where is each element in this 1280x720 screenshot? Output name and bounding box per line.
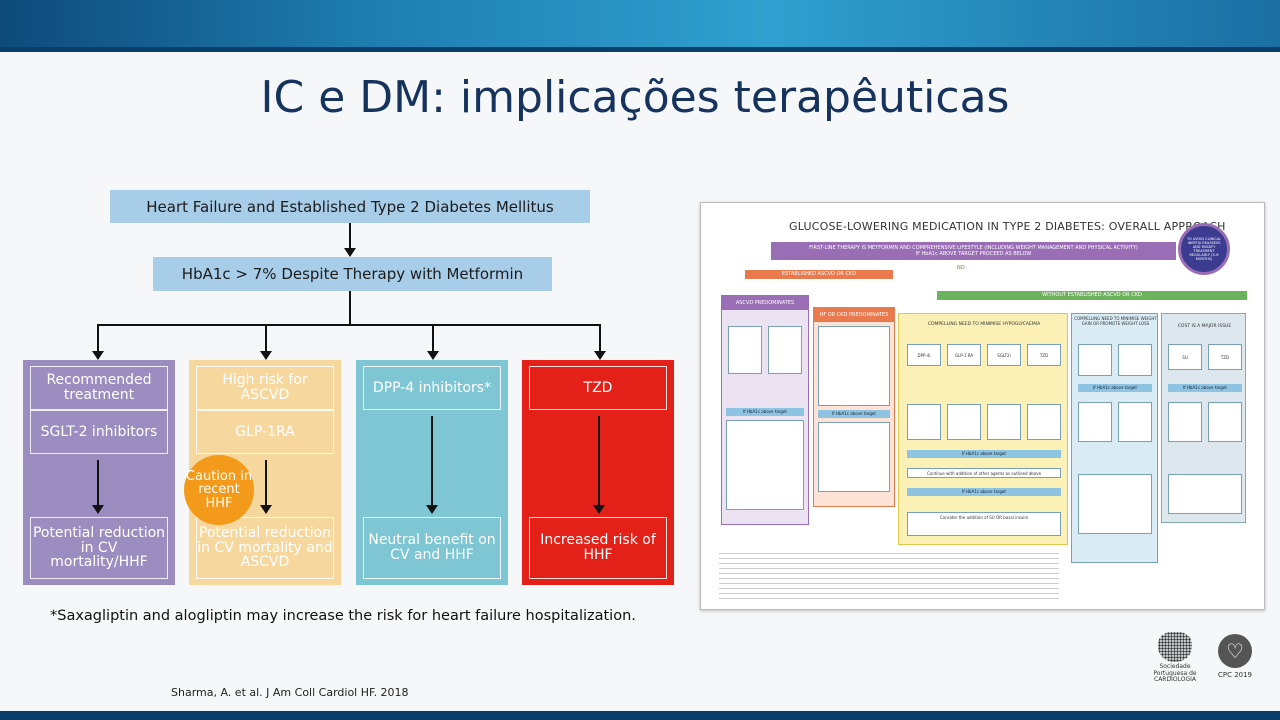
hf-text-box: [818, 422, 890, 492]
figure-title: GLUCOSE-LOWERING MEDICATION IN TYPE 2 DI…: [789, 220, 1226, 233]
first-line-text: FIRST-LINE THERAPY IS METFORMIN AND COMP…: [809, 245, 1138, 251]
hypo-above-target-2: If HbA1c above target: [907, 488, 1061, 496]
cost-box-3: [1168, 402, 1202, 442]
weight-box-3: [1078, 402, 1112, 442]
spc-logo-text: Sociedade Portuguesa de CARDIOLOGIA: [1153, 663, 1197, 684]
column-tzd: TZD Increased risk of HHF: [522, 360, 674, 585]
cpc-logo-text: CPC 2019: [1217, 671, 1253, 679]
guideline-figure: GLUCOSE-LOWERING MEDICATION IN TYPE 2 DI…: [700, 202, 1265, 610]
first-line-subtext: IF HbA1c ABOVE TARGET PROCEED AS BELOW: [915, 251, 1032, 257]
hf-ckd-panel: HF OR CKD PREDOMINATES If HbA1c above ta…: [813, 307, 895, 507]
hypo-su-basal: Consider the addition of SU OR basal ins…: [907, 512, 1061, 536]
cost-box-4: [1208, 402, 1242, 442]
hf-ckd-box: [818, 326, 890, 406]
first-line-bar: FIRST-LINE THERAPY IS METFORMIN AND COMP…: [771, 242, 1176, 260]
weight-header: COMPELLING NEED TO MINIMISE WEIGHT GAIN …: [1074, 316, 1157, 326]
cost-text-box: [1168, 474, 1242, 514]
top-banner: [0, 0, 1280, 52]
cost-panel: COST IS A MAJOR ISSUE SU TZD If HbA1c ab…: [1161, 313, 1246, 523]
figure-footnotes: [719, 549, 1059, 599]
arrow-col-4: [594, 324, 606, 360]
col3-arrow: [426, 416, 438, 514]
hypo-box-row2-3: [987, 404, 1021, 440]
col4-header: TZD: [529, 366, 667, 410]
weight-box-4: [1118, 402, 1152, 442]
ascvd-above-target: If HbA1c above target: [726, 408, 804, 416]
footnote: *Saxagliptin and alogliptin may increase…: [50, 608, 636, 624]
col4-arrow: [593, 416, 605, 514]
col2-drug: GLP-1RA: [196, 410, 334, 454]
ascvd-text-box: [726, 420, 804, 510]
hypo-drug-3: SGLT2i: [987, 344, 1021, 366]
hypo-box-row2-1: [907, 404, 941, 440]
slide-title: IC e DM: implicações terapêuticas: [260, 72, 1010, 123]
cost-header: COST IS A MAJOR ISSUE: [1177, 324, 1232, 329]
reference: Sharma, A. et al. J Am Coll Cardiol HF. …: [171, 686, 409, 699]
col1-outcome: Potential reduction in CV mortality/HHF: [30, 517, 168, 579]
hypo-panel: COMPELLING NEED TO MINIMISE HYPOGLYCAEMI…: [898, 313, 1068, 545]
hypo-header: COMPELLING NEED TO MINIMISE HYPOGLYCAEMI…: [927, 322, 1041, 327]
col2-arrow: [260, 460, 272, 514]
column-dpp4: DPP-4 inhibitors* Neutral benefit on CV …: [356, 360, 508, 585]
hypo-drug-2: GLP-1 RA: [947, 344, 981, 366]
spc-logo: Sociedade Portuguesa de CARDIOLOGIA: [1150, 632, 1200, 692]
arrow-col-3: [427, 324, 439, 360]
flow-top-box: Heart Failure and Established Type 2 Dia…: [110, 190, 590, 223]
arrow-1: [344, 223, 356, 257]
cost-drug-2: TZD: [1208, 344, 1242, 370]
weight-panel: COMPELLING NEED TO MINIMISE WEIGHT GAIN …: [1071, 313, 1158, 563]
hf-above-target: If HbA1c above target: [818, 410, 890, 418]
col4-outcome: Increased risk of HHF: [529, 517, 667, 579]
hypo-box-row2-2: [947, 404, 981, 440]
ascvd-header: ASCVD PREDOMINATES: [722, 296, 808, 310]
ascvd-box-b: [768, 326, 802, 374]
weight-box-1: [1078, 344, 1112, 376]
established-ascvd-bar: ESTABLISHED ASCVD OR CKD: [745, 270, 893, 279]
col3-outcome: Neutral benefit on CV and HHF: [363, 517, 501, 579]
hypo-drug-1: DPP-4i: [907, 344, 941, 366]
col1-drug: SGLT-2 inhibitors: [30, 410, 168, 454]
weight-text-box: [1078, 474, 1152, 534]
hypo-above-target: If HbA1c above target: [907, 450, 1061, 458]
ascvd-panel: ASCVD PREDOMINATES If HbA1c above target: [721, 295, 809, 525]
ascvd-box-a: [728, 326, 762, 374]
hypo-continue: Continue with addition of other agents a…: [907, 468, 1061, 478]
arrow-col-1: [92, 324, 104, 360]
reassess-text: TO AVOID CLINICAL INERTIA REASSESS AND M…: [1187, 237, 1221, 261]
arrow-col-2: [260, 324, 272, 360]
reassess-badge: TO AVOID CLINICAL INERTIA REASSESS AND M…: [1178, 223, 1230, 275]
cpc-heart-icon: ♡: [1218, 634, 1252, 668]
col3-header: DPP-4 inhibitors*: [363, 366, 501, 410]
col1-header: Recommended treatment: [30, 366, 168, 410]
cpc-logo: ♡ CPC 2019: [1214, 634, 1256, 679]
weight-box-2: [1118, 344, 1152, 376]
connector-stem: [349, 291, 351, 325]
cost-drug-1: SU: [1168, 344, 1202, 370]
hypo-drug-4: TZD: [1027, 344, 1061, 366]
no-label: NO: [957, 265, 965, 271]
connector-horizontal: [97, 324, 601, 326]
weight-above-target: If HbA1c above target: [1078, 384, 1152, 392]
hf-ckd-header: HF OR CKD PREDOMINATES: [814, 308, 894, 322]
flow-second-box: HbA1c > 7% Despite Therapy with Metformi…: [153, 257, 552, 291]
cost-above-target: If HbA1c above target: [1168, 384, 1242, 392]
column-sglt2: Recommended treatment SGLT-2 inhibitors …: [23, 360, 175, 585]
col1-arrow: [92, 460, 104, 514]
hypo-box-row2-4: [1027, 404, 1061, 440]
caution-badge: Caution in recent HHF: [184, 455, 254, 525]
col2-outcome: Potential reduction in CV mortality and …: [196, 517, 334, 579]
col2-header: High risk for ASCVD: [196, 366, 334, 410]
heart-icon: [1158, 632, 1192, 662]
column-glp1ra: High risk for ASCVD GLP-1RA Potential re…: [189, 360, 341, 585]
bottom-bar: [0, 711, 1280, 720]
without-ascvd-bar: WITHOUT ESTABLISHED ASCVD OR CKD: [937, 291, 1247, 300]
